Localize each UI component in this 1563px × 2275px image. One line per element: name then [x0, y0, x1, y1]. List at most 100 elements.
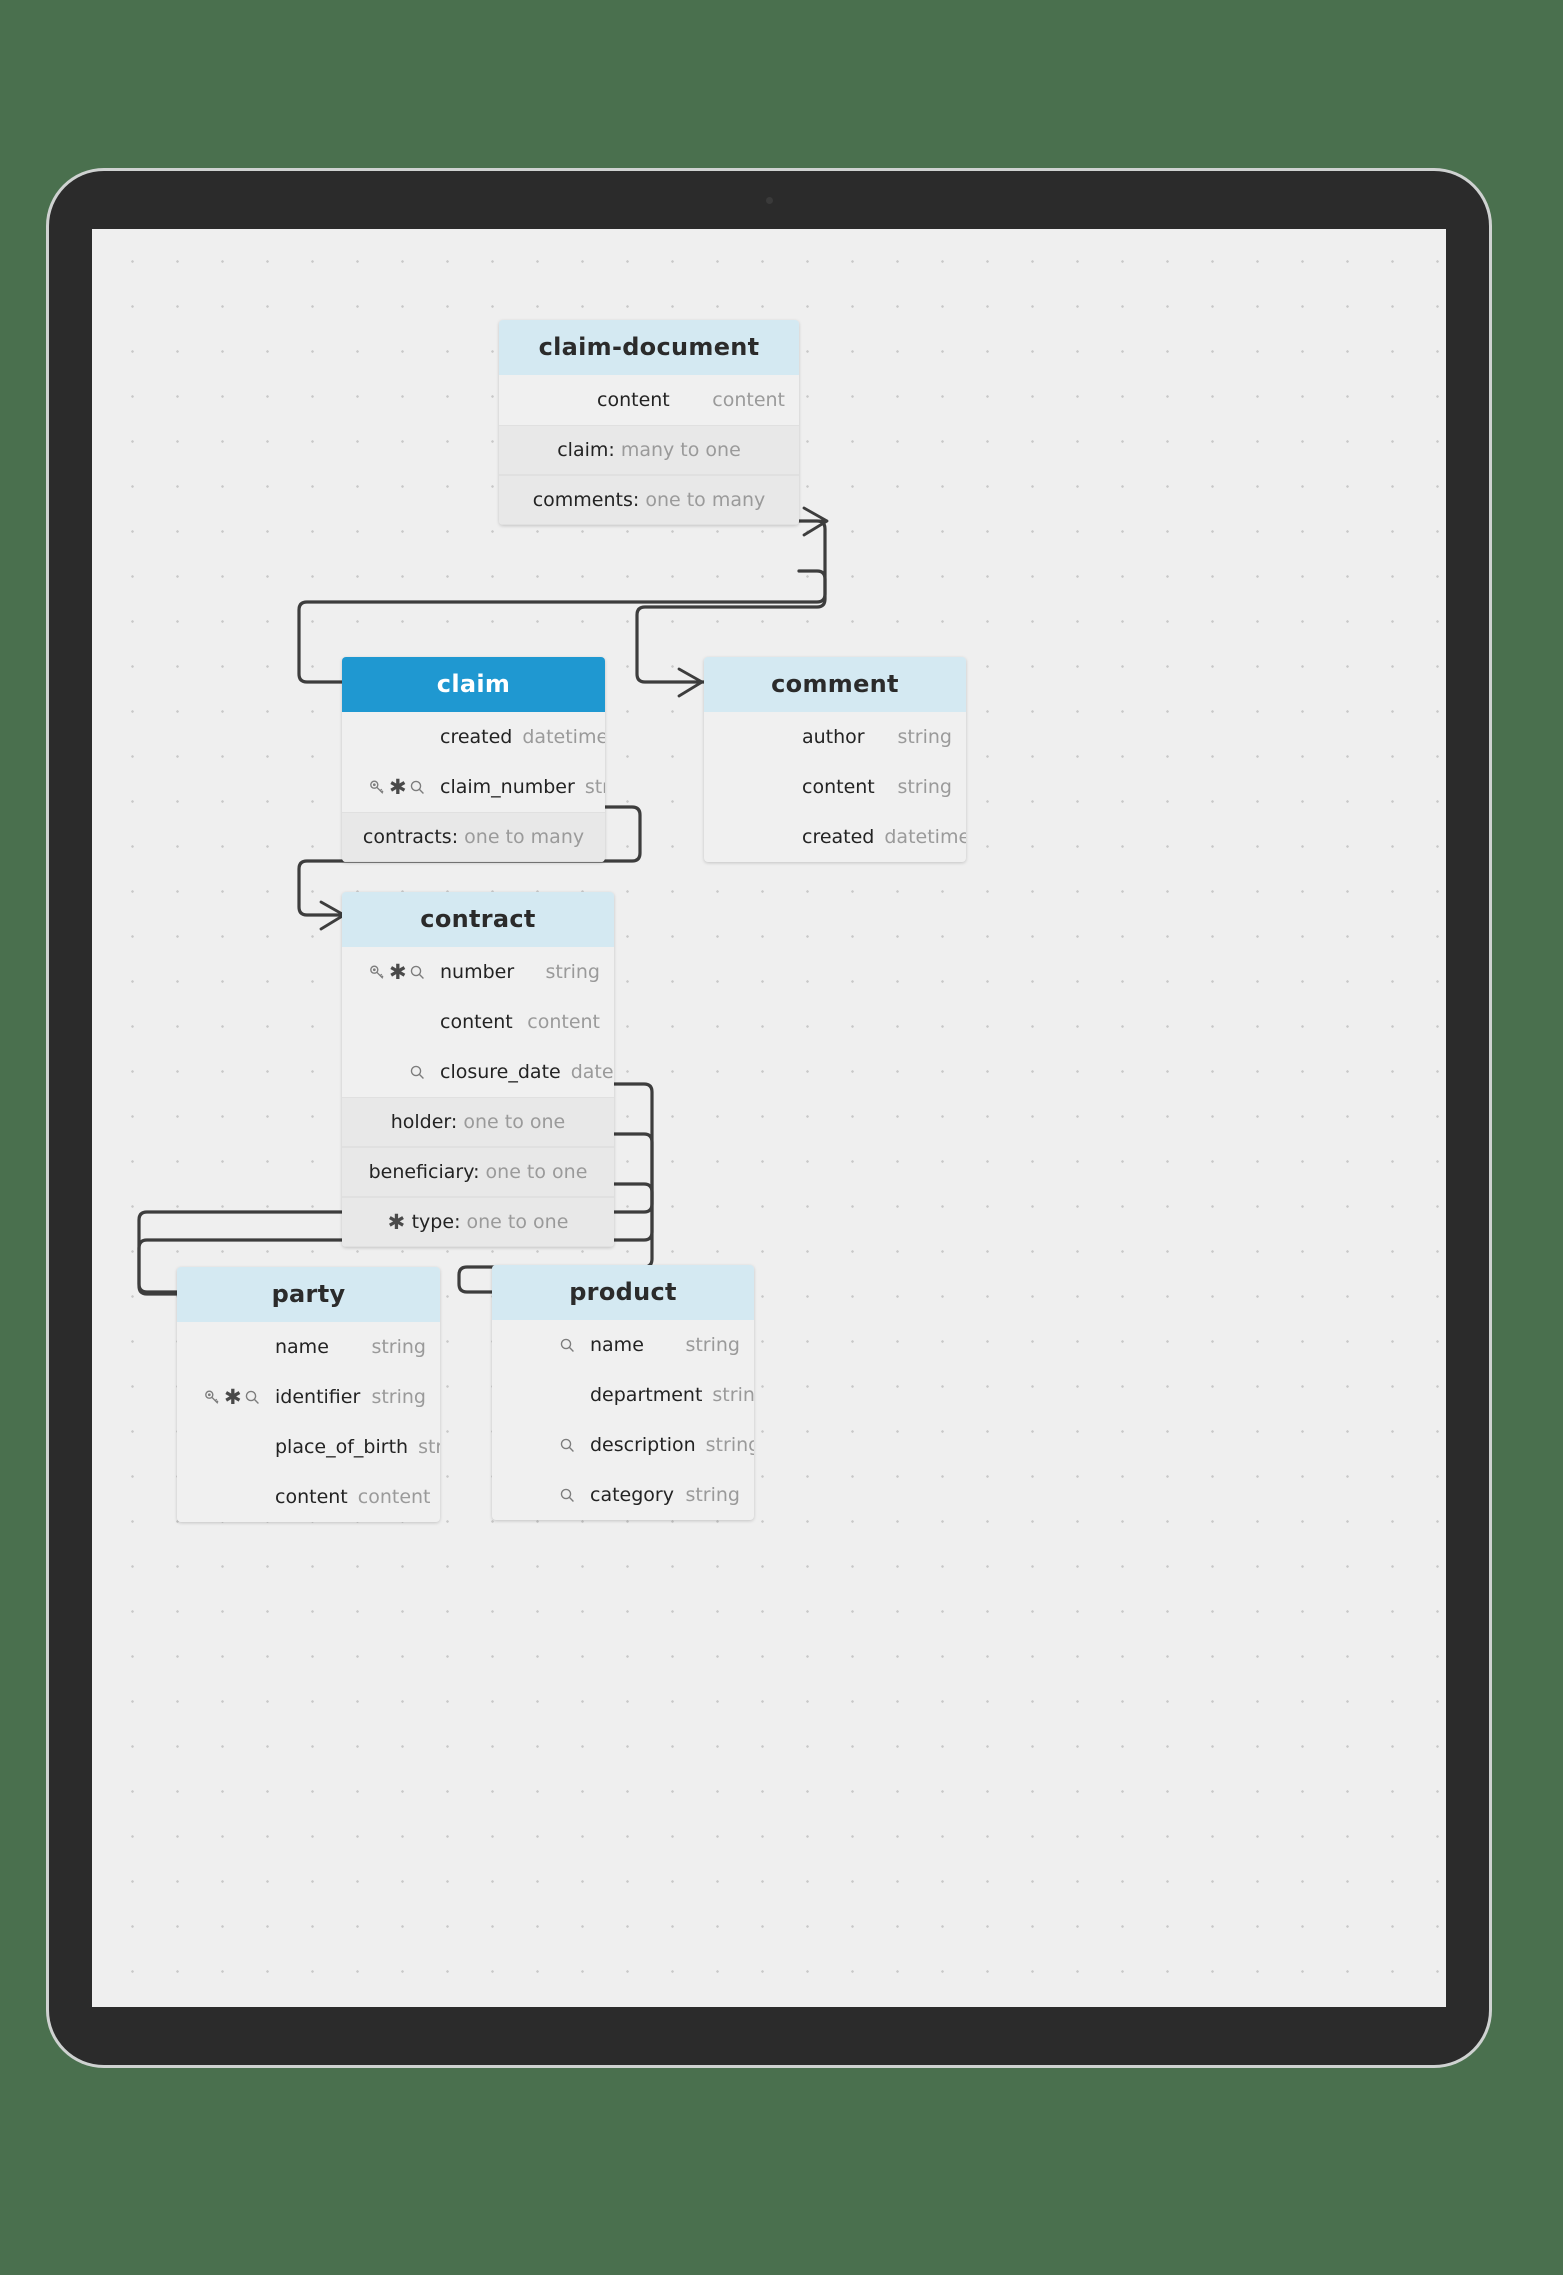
entity-title[interactable]: comment: [704, 657, 966, 712]
asterisk-icon: ✱: [224, 1384, 242, 1409]
field-icon-group: ✱: [352, 776, 426, 797]
field-row[interactable]: description string: [492, 1420, 754, 1470]
search-icon: [409, 779, 426, 796]
field-type: datetime: [884, 826, 966, 848]
relation-label: beneficiary: one to one: [368, 1161, 588, 1183]
field-type: string: [897, 726, 952, 748]
key-icon: [204, 1389, 221, 1406]
field-row[interactable]: content string: [704, 762, 966, 812]
field-name: content: [802, 776, 875, 798]
entity-title[interactable]: contract: [342, 892, 614, 947]
field-icon-group: [502, 1487, 576, 1504]
field-name: content: [440, 1011, 513, 1033]
field-row[interactable]: name string: [492, 1320, 754, 1370]
relation-label: contracts: one to many: [362, 826, 585, 848]
field-name: content: [275, 1486, 348, 1508]
field-icon-group: [502, 1437, 576, 1454]
field-name: description: [590, 1434, 696, 1456]
search-icon: [559, 1437, 576, 1454]
field-type: string: [545, 961, 600, 983]
tablet-screen: claim-document content content claim: ma…: [92, 229, 1446, 2007]
field-row[interactable]: department string: [492, 1370, 754, 1420]
field-row[interactable]: closure_date datetime: [342, 1047, 614, 1097]
tablet-device-frame: claim-document content content claim: ma…: [46, 168, 1492, 2068]
field-row[interactable]: ✱ claim_number string: [342, 762, 605, 812]
camera-icon: [766, 197, 773, 204]
relation-row[interactable]: comments: one to many: [499, 475, 799, 525]
field-type: string: [584, 776, 605, 798]
field-name: author: [802, 726, 865, 748]
field-type: string: [705, 1434, 754, 1456]
field-icon-group: ✱: [187, 1384, 261, 1409]
field-type: datetime: [522, 726, 605, 748]
field-icon-group: ✱: [352, 959, 426, 984]
field-name: place_of_birth: [275, 1436, 409, 1458]
field-row[interactable]: author string: [704, 712, 966, 762]
search-icon: [559, 1337, 576, 1354]
field-type: string: [685, 1484, 740, 1506]
field-icon-group: [502, 1337, 576, 1354]
device-bezel: claim-document content content claim: ma…: [49, 171, 1489, 2065]
field-type: datetime: [570, 1061, 614, 1083]
relation-row[interactable]: beneficiary: one to one: [342, 1147, 614, 1197]
relation-row[interactable]: contracts: one to many: [342, 812, 605, 862]
field-name: created: [802, 826, 875, 848]
canvas-dot-grid: [92, 229, 1446, 2007]
field-name: number: [440, 961, 515, 983]
field-type: string: [897, 776, 952, 798]
entity-claim[interactable]: claim created datetime ✱: [342, 657, 605, 862]
field-row[interactable]: content content: [177, 1472, 440, 1522]
field-name: name: [590, 1334, 644, 1356]
entity-contract[interactable]: contract ✱ number string: [342, 892, 614, 1247]
field-row[interactable]: category string: [492, 1470, 754, 1520]
key-icon: [369, 779, 386, 796]
entity-party[interactable]: party name string ✱ iden: [177, 1267, 440, 1522]
field-type: string: [371, 1336, 426, 1358]
field-type: string: [418, 1436, 440, 1458]
field-type: string: [712, 1384, 754, 1406]
entity-title[interactable]: product: [492, 1265, 754, 1320]
field-icon-group: [352, 1064, 426, 1081]
asterisk-icon: ✱: [387, 1209, 406, 1234]
field-row[interactable]: ✱ number string: [342, 947, 614, 997]
key-icon: [369, 964, 386, 981]
field-type: string: [371, 1386, 426, 1408]
entity-comment[interactable]: comment author string content string: [704, 657, 966, 862]
relation-label: comments: one to many: [532, 489, 766, 511]
search-icon: [244, 1389, 261, 1406]
relation-label: holder: one to one: [390, 1111, 566, 1133]
field-row[interactable]: created datetime: [704, 812, 966, 862]
field-name: department: [590, 1384, 703, 1406]
relation-row[interactable]: ✱ type: one to one: [342, 1197, 614, 1247]
er-diagram-canvas[interactable]: claim-document content content claim: ma…: [92, 229, 1446, 2007]
asterisk-icon: ✱: [389, 959, 407, 984]
entity-title[interactable]: party: [177, 1267, 440, 1322]
field-row[interactable]: name string: [177, 1322, 440, 1372]
field-name: category: [590, 1484, 674, 1506]
field-name: name: [275, 1336, 329, 1358]
field-name: claim_number: [440, 776, 575, 798]
field-row[interactable]: place_of_birth string: [177, 1422, 440, 1472]
search-icon: [559, 1487, 576, 1504]
relation-row[interactable]: claim: many to one: [499, 425, 799, 475]
field-name: created: [440, 726, 513, 748]
field-row[interactable]: ✱ identifier string: [177, 1372, 440, 1422]
field-name: content: [597, 389, 670, 411]
relation-label: claim: many to one: [557, 439, 741, 461]
entity-product[interactable]: product name string department string: [492, 1265, 754, 1520]
relation-label: type: one to one: [411, 1211, 569, 1233]
entity-title[interactable]: claim: [342, 657, 605, 712]
field-row[interactable]: created datetime: [342, 712, 605, 762]
entity-title[interactable]: claim-document: [499, 320, 799, 375]
field-row[interactable]: content content: [342, 997, 614, 1047]
entity-claim-document[interactable]: claim-document content content claim: ma…: [499, 320, 799, 525]
field-name: identifier: [275, 1386, 361, 1408]
relation-row[interactable]: holder: one to one: [342, 1097, 614, 1147]
field-type: content: [527, 1011, 600, 1033]
search-icon: [409, 1064, 426, 1081]
field-row[interactable]: content content: [499, 375, 799, 425]
field-type: string: [685, 1334, 740, 1356]
field-type: content: [357, 1486, 431, 1508]
field-type: content: [712, 389, 785, 411]
